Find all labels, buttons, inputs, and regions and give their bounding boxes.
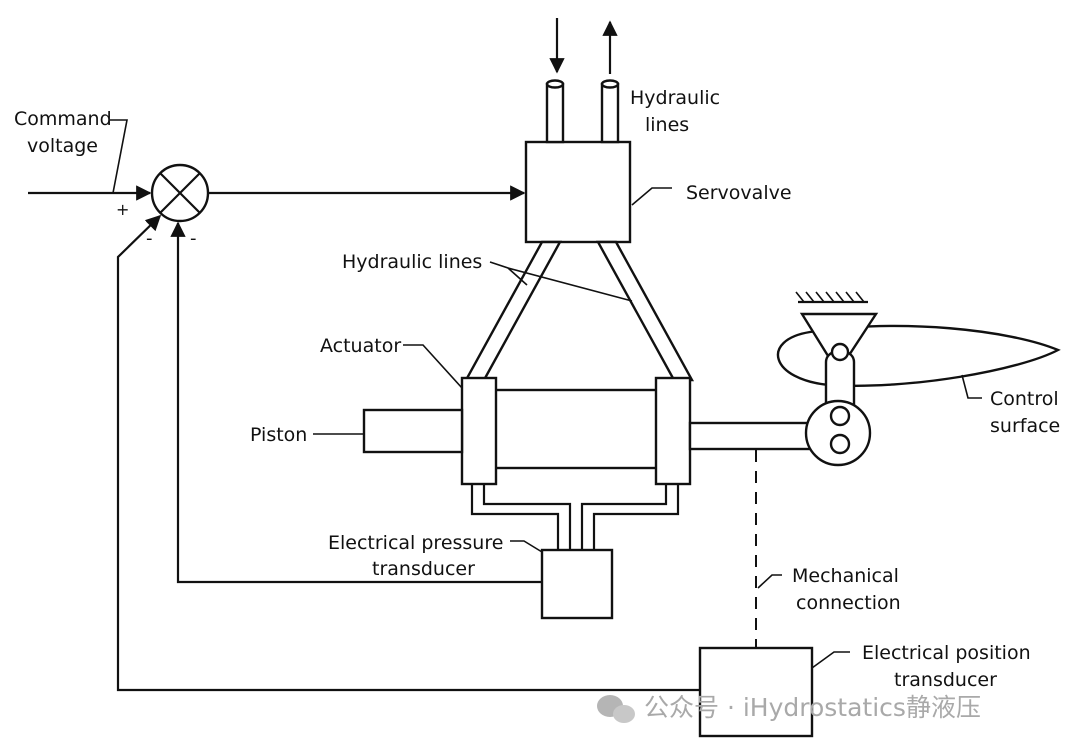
label-pressure-transducer-line1: Electrical pressure: [328, 532, 503, 554]
control-surface: [776, 291, 1061, 467]
position-transducer-box: [698, 646, 814, 738]
summing-junction: [150, 163, 210, 223]
piston-rod-right: [688, 421, 822, 451]
control-surface-leader: [961, 374, 982, 399]
servovalve-box: [524, 140, 632, 244]
label-position-transducer-line2: transducer: [894, 669, 997, 691]
label-mechanical-connection-line1: Mechanical: [792, 565, 899, 587]
position-feedback-line: [116, 214, 700, 692]
sign-minus-pressure: -: [190, 228, 197, 249]
actuator: [460, 376, 692, 486]
label-hydraulic-lines-top-line1: Hydraulic: [630, 87, 720, 109]
command-voltage-leader: [110, 119, 128, 194]
sign-plus: +: [116, 200, 129, 219]
watermark-text: 公众号 · iHydrostatics静液压: [644, 693, 981, 722]
label-pressure-transducer-line2: transducer: [372, 558, 475, 580]
sign-minus-position: -: [146, 228, 153, 249]
label-command-voltage-line1: Command: [14, 108, 112, 130]
pressure-transducer-tubes: [470, 484, 680, 550]
actuator-leader: [403, 344, 463, 389]
pressure-transducer-box: [540, 548, 614, 620]
piston-rod-left: [362, 408, 464, 454]
hydraulic-lines-leader: [489, 261, 633, 302]
label-actuator: Actuator: [320, 335, 401, 357]
pressure-transducer-leader: [510, 540, 543, 553]
hydraulic-supply-pipes: [545, 79, 620, 144]
label-control-surface-line2: surface: [990, 415, 1060, 437]
hydraulic-lines-to-actuator: [463, 240, 695, 382]
label-command-voltage-line2: voltage: [27, 135, 98, 157]
wechat-icon: [597, 695, 635, 723]
servovalve-leader: [631, 187, 672, 206]
label-hydraulic-lines-top-line2: lines: [645, 114, 689, 136]
label-control-surface-line1: Control: [990, 388, 1059, 410]
watermark: 公众号 · iHydrostatics静液压: [597, 693, 981, 723]
label-position-transducer-line1: Electrical position: [862, 642, 1031, 664]
label-hydraulic-lines-mid: Hydraulic lines: [342, 251, 482, 273]
mechanical-connection-leader: [757, 574, 782, 589]
label-piston: Piston: [250, 424, 307, 446]
label-servovalve: Servovalve: [686, 182, 792, 204]
position-transducer-leader: [811, 651, 850, 669]
label-mechanical-connection-line2: connection: [796, 592, 901, 614]
pressure-feedback-line: [170, 221, 542, 584]
